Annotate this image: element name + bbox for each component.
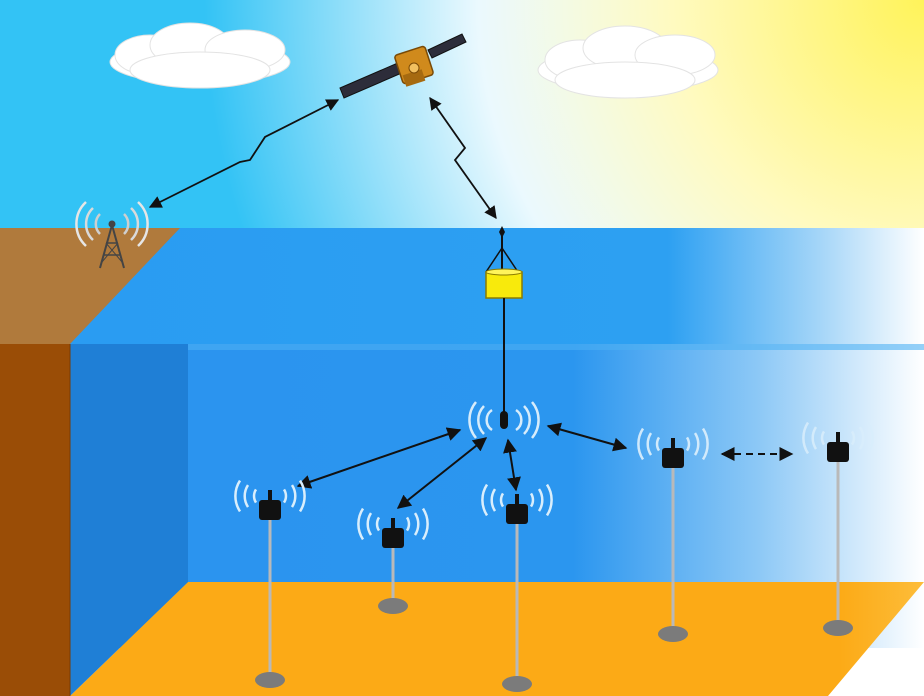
surface-buoy-icon	[485, 226, 523, 412]
acoustic-wave-icon	[481, 483, 553, 517]
acoustic-wave-icon	[468, 401, 540, 439]
underwater-sensor-node-icon	[827, 432, 849, 462]
anchor	[378, 598, 408, 614]
acoustic-wave-icon	[637, 427, 709, 461]
acoustic-link	[503, 438, 521, 492]
cliff-top	[0, 228, 180, 344]
anchor	[255, 672, 285, 688]
cell-tower-icon	[75, 201, 149, 269]
acoustic-wave-icon	[357, 507, 429, 541]
underwater-sensor-node-icon	[506, 494, 528, 524]
anchor	[658, 626, 688, 642]
sea-wall-edge	[188, 344, 924, 350]
acoustic-link	[396, 437, 488, 509]
radio-link	[148, 99, 340, 208]
sensor-nodes	[234, 421, 874, 548]
underwater-sensor-node-icon	[382, 518, 404, 548]
underwater-sensor-node-icon	[662, 438, 684, 468]
cloud-icon	[537, 25, 719, 99]
acoustic-link	[546, 422, 628, 452]
cloud-icon	[109, 22, 291, 89]
seabed	[70, 580, 924, 696]
cliff-water-shade	[70, 344, 188, 696]
anchor	[823, 620, 853, 636]
acoustic-wave-icon	[802, 421, 874, 455]
relay-node	[500, 411, 508, 429]
acoustic-links	[296, 422, 794, 509]
satellite-icon	[339, 33, 467, 99]
cliff-face	[0, 344, 70, 696]
anchor	[502, 676, 532, 692]
moorings	[255, 460, 853, 692]
acoustic-wave-icon	[234, 479, 306, 513]
radio-link	[429, 96, 497, 220]
underwater-sensor-node-icon	[259, 490, 281, 520]
